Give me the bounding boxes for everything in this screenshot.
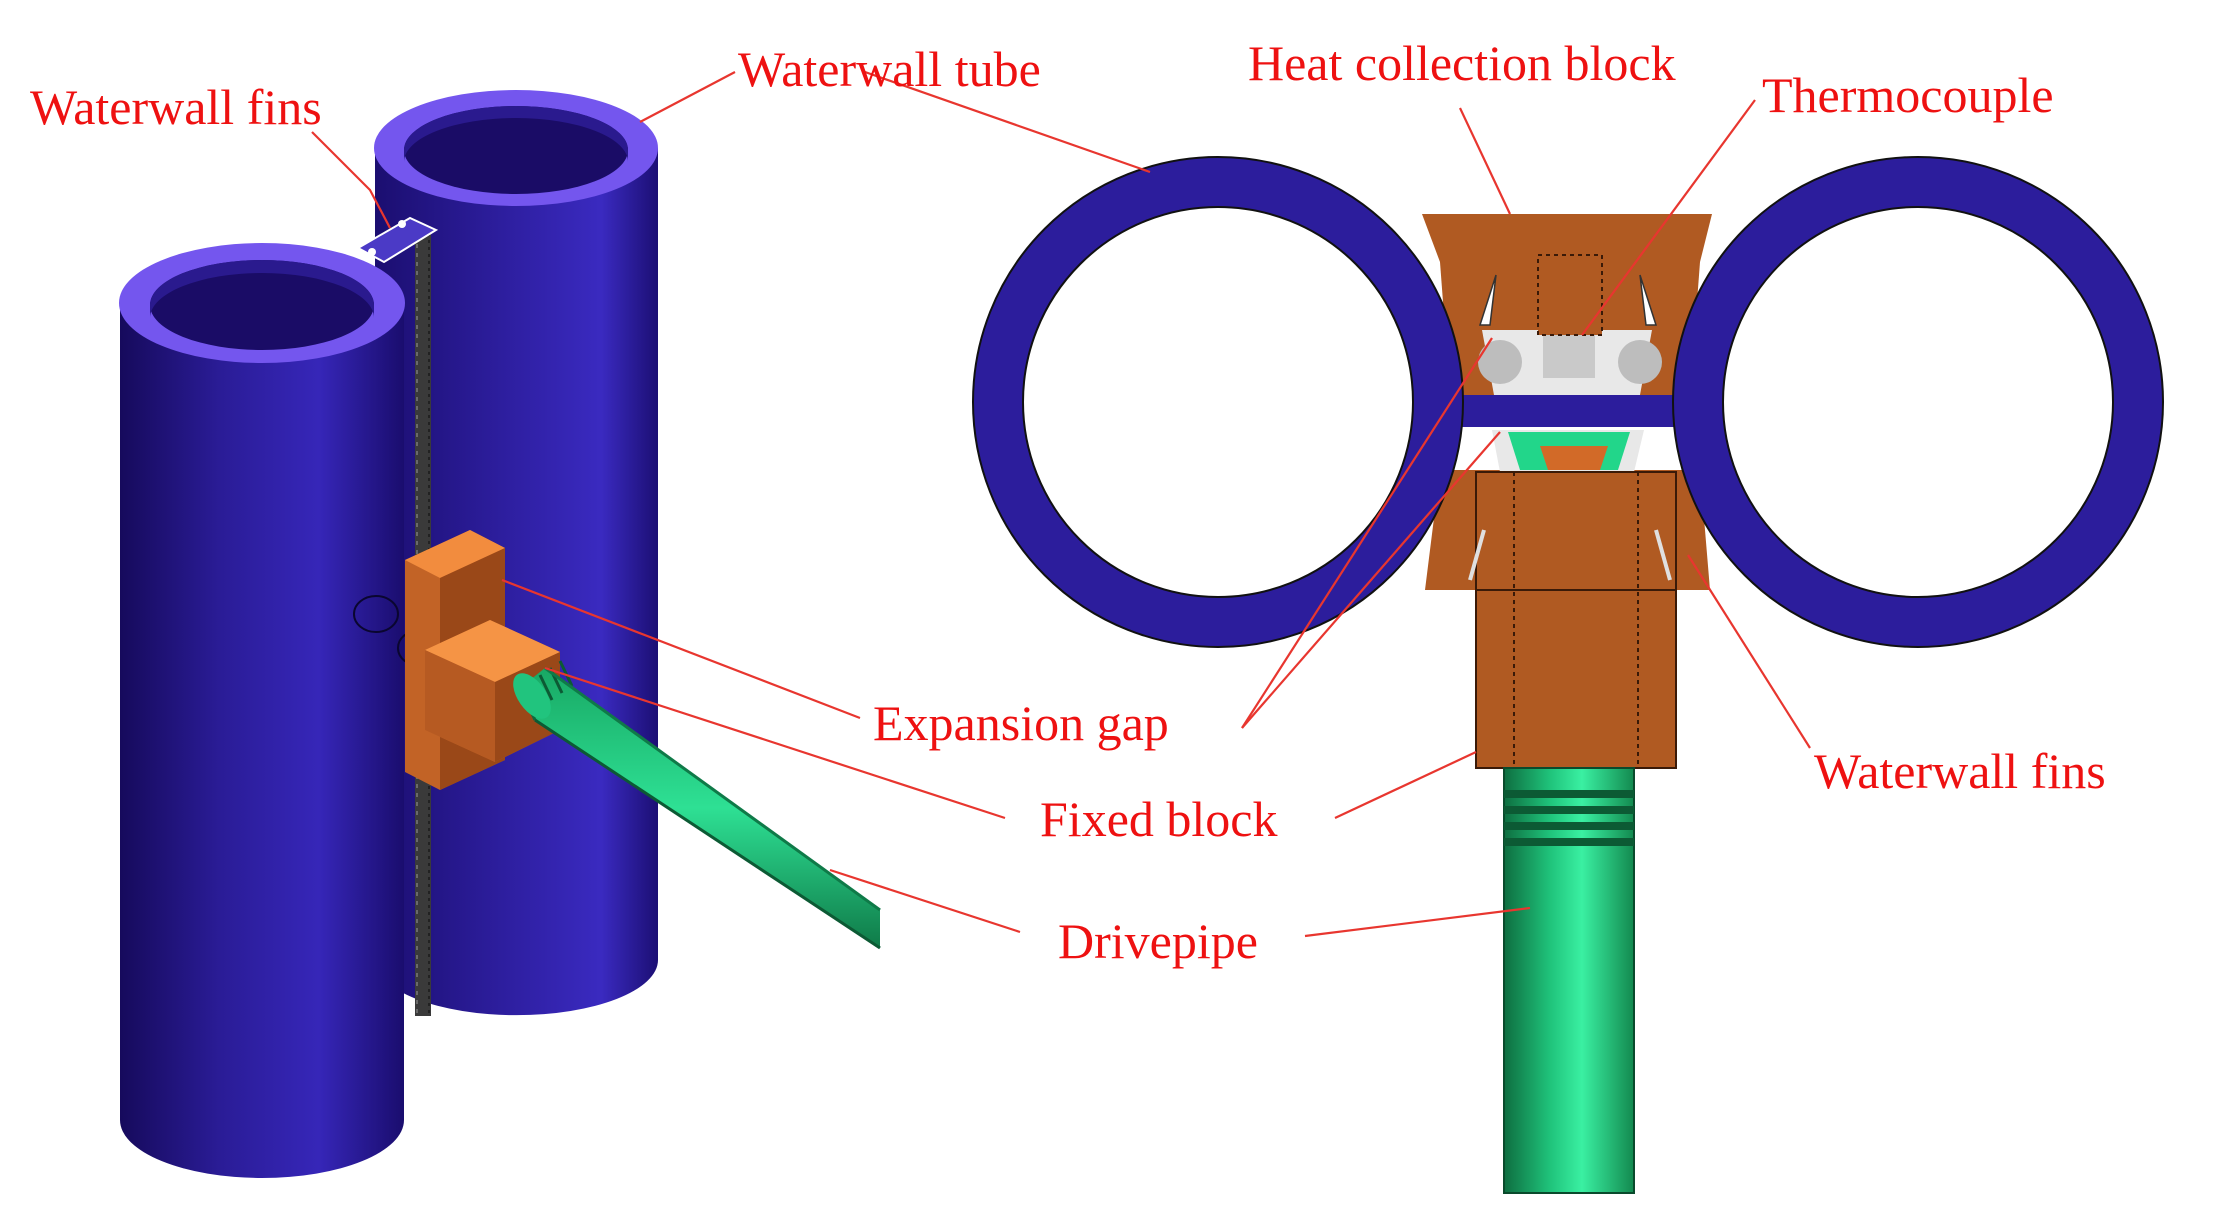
fixed-block-3d bbox=[405, 530, 560, 790]
waterwall-tube-right-section bbox=[1672, 156, 2164, 648]
cross-section-view bbox=[972, 156, 2164, 1194]
waterwall-fin-bar bbox=[1456, 395, 1680, 427]
label-heat-collection-block: Heat collection block bbox=[1248, 35, 1676, 91]
label-thermocouple: Thermocouple bbox=[1762, 67, 2054, 123]
fixed-block-section bbox=[1468, 471, 1677, 769]
label-expansion-gap: Expansion gap bbox=[873, 695, 1169, 751]
label-waterwall-tube: Waterwall tube bbox=[738, 41, 1041, 97]
waterwall-tube-left-section bbox=[972, 156, 1464, 648]
waterwall-tube-front bbox=[119, 243, 405, 1178]
drivepipe-section bbox=[1503, 767, 1635, 1194]
leader-lines bbox=[311, 70, 1811, 938]
label-drivepipe: Drivepipe bbox=[1058, 913, 1258, 969]
label-fixed-block: Fixed block bbox=[1040, 791, 1277, 847]
label-waterwall-fins-left: Waterwall fins bbox=[30, 79, 322, 135]
label-waterwall-fins-right: Waterwall fins bbox=[1814, 743, 2106, 799]
isometric-view bbox=[119, 90, 881, 1178]
drivepipe-3d bbox=[513, 660, 881, 950]
labels: Waterwall fins Waterwall tube Heat colle… bbox=[30, 35, 2106, 969]
waterwall-tube-back bbox=[374, 90, 658, 1016]
